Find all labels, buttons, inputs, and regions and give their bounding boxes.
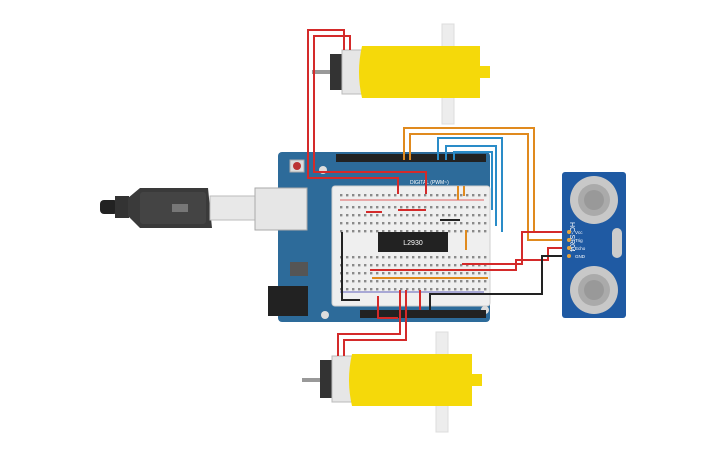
wire-red — [313, 35, 427, 194]
analog-header — [360, 310, 486, 318]
wire-red — [462, 231, 562, 265]
ic-label: L2930 — [403, 240, 423, 247]
sensor-pin-label: Echo — [575, 246, 586, 251]
sensor-pin-labels: Vcc Trig Echo GND — [575, 230, 586, 259]
dc-motor-top — [312, 23, 490, 125]
wire-red — [307, 29, 399, 194]
power-jack — [268, 286, 308, 316]
usb-cable — [100, 188, 259, 228]
sensor-pin-label: Trig — [575, 238, 583, 243]
wire-blue — [453, 151, 493, 210]
sensor-name: HC-SR04 — [568, 222, 575, 252]
wire-orange — [409, 133, 562, 241]
ultrasonic-sensor: HC-SR04 Vcc Trig Echo GND — [562, 172, 626, 318]
usb-port — [254, 187, 308, 231]
wire-red — [377, 296, 398, 319]
wire-black — [341, 232, 360, 301]
wire-red — [337, 290, 401, 356]
wire-red — [343, 290, 407, 356]
digital-header-label: DIGITAL (PWM~) — [410, 180, 449, 186]
wire-red — [370, 247, 562, 271]
wire-blue — [437, 137, 503, 232]
sensor-pin-label: GND — [575, 254, 586, 259]
sensor-pin-label: Vcc — [575, 230, 583, 235]
wire-black — [429, 255, 562, 310]
motor-driver-ic: L2930 — [378, 232, 448, 252]
wires — [307, 29, 562, 356]
dc-motor-bottom — [302, 331, 482, 433]
wire-blue — [445, 145, 497, 226]
